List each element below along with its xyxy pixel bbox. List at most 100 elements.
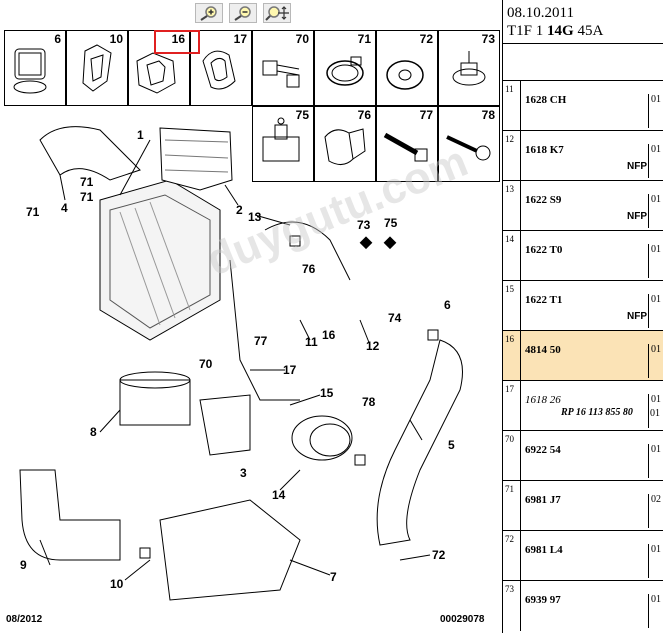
- part-reference: 6922 54: [525, 444, 561, 456]
- thumb-6[interactable]: 6: [4, 30, 66, 106]
- exploded-view-drawing: [19, 126, 463, 601]
- part-quantity: 01: [648, 244, 663, 278]
- callout-73: 73: [357, 218, 371, 232]
- screw-icon: [383, 132, 428, 162]
- thumb-71[interactable]: 71: [314, 30, 376, 106]
- hose-clamp-icon: [326, 56, 364, 86]
- zoom-toolbar: [195, 3, 291, 23]
- parts-diagram: 6 10 16 17 70 71 72 73: [4, 3, 500, 625]
- part-row-70[interactable]: 70 6922 54 01: [503, 431, 663, 481]
- thumb-10[interactable]: 10: [66, 30, 128, 106]
- callout-15: 15: [320, 386, 334, 400]
- zoom-pan-icon: [265, 6, 289, 21]
- zoom-in-icon: [200, 6, 217, 21]
- thumb-78[interactable]: 78: [438, 106, 500, 182]
- mount-icon: [262, 117, 300, 162]
- clamp-icon: [82, 44, 112, 92]
- part-reference: 1622 S9: [525, 194, 562, 206]
- callout-11: 11: [305, 335, 318, 349]
- row-index: 72: [503, 531, 521, 580]
- part-reference: 1622 T1: [525, 294, 563, 306]
- part-quantity: 01: [648, 544, 663, 578]
- callout-13: 13: [248, 210, 262, 224]
- part-quantity: 02: [648, 494, 663, 528]
- part-reference: 6981 L4: [525, 544, 563, 556]
- thumb-number: 17: [233, 32, 247, 46]
- callout-16: 16: [322, 328, 336, 342]
- part-note: NFP: [627, 161, 647, 172]
- row-index: 70: [503, 431, 521, 480]
- callout-9: 9: [20, 558, 27, 572]
- thumb-number: 73: [481, 32, 495, 46]
- thumb-75[interactable]: 75: [252, 106, 314, 182]
- catalog-date: 08.10.2011: [507, 5, 574, 21]
- part-quantity: 01: [648, 344, 663, 378]
- part-note: NFP: [627, 211, 647, 222]
- part-reference: 4814 50: [525, 344, 561, 356]
- footer-date: 08/2012: [6, 614, 43, 625]
- clip-icon: [324, 128, 366, 165]
- thumb-77[interactable]: 77: [376, 106, 438, 182]
- part-quantity: 01: [648, 394, 663, 428]
- row-index: 11: [503, 81, 521, 130]
- row-index: 13: [503, 181, 521, 230]
- callout-6: 6: [444, 298, 451, 312]
- thumb-76[interactable]: 76: [314, 106, 376, 182]
- part-row-73[interactable]: 73 6939 97 01: [503, 581, 663, 631]
- callout-72: 72: [432, 548, 446, 562]
- bolt-icon: [262, 60, 300, 88]
- thumb-number: 78: [481, 108, 495, 122]
- thumb-number: 76: [357, 108, 371, 122]
- row-index: 14: [503, 231, 521, 280]
- callout-17: 17: [283, 363, 297, 377]
- callout-12: 12: [366, 339, 380, 353]
- thumb-70[interactable]: 70: [252, 30, 314, 106]
- part-quantity-2: 01: [650, 408, 660, 419]
- callout-8: 8: [90, 425, 97, 439]
- thumb-number: 77: [419, 108, 433, 122]
- selected-thumb-highlight: [154, 30, 200, 54]
- part-row-12[interactable]: 12 1618 K7 NFP 01: [503, 131, 663, 181]
- part-reference: 1628 CH: [525, 94, 567, 106]
- part-reference: 1622 T0: [525, 244, 563, 256]
- row-index: 12: [503, 131, 521, 180]
- part-quantity: 01: [648, 94, 663, 128]
- part-row-11[interactable]: 11 1628 CH 01: [503, 81, 663, 131]
- part-row-14[interactable]: 14 1622 T0 01: [503, 231, 663, 281]
- thumb-number: 75: [295, 108, 309, 122]
- callout-71: 71: [80, 190, 94, 204]
- part-replacement-reference: RP 16 113 855 80: [561, 407, 633, 418]
- thumb-17[interactable]: 17: [190, 30, 252, 106]
- part-reference: 1618 K7: [525, 144, 564, 156]
- row-index: 15: [503, 281, 521, 330]
- thumb-72[interactable]: 72: [376, 30, 438, 106]
- part-reference: 6981 J7: [525, 494, 561, 506]
- callout-77: 77: [254, 334, 268, 348]
- part-row-13[interactable]: 13 1622 S9 NFP 01: [503, 181, 663, 231]
- zoom-pan-button[interactable]: [263, 3, 291, 23]
- part-reference: 6939 97: [525, 594, 561, 606]
- callout-7: 7: [330, 570, 337, 584]
- part-quantity: 01: [648, 144, 663, 178]
- part-row-15[interactable]: 15 1622 T1 NFP 01: [503, 281, 663, 331]
- callout-74: 74: [388, 311, 402, 325]
- part-quantity: 01: [648, 194, 663, 228]
- row-index: 71: [503, 481, 521, 530]
- panel-header: 08.10.2011 T1F 1 14G 45A: [503, 0, 663, 44]
- zoom-in-button[interactable]: [195, 3, 223, 23]
- row-index: 17: [503, 381, 521, 430]
- zoom-out-button[interactable]: [229, 3, 257, 23]
- part-row-16-selected[interactable]: 16 4814 50 01: [503, 331, 663, 381]
- thumb-16[interactable]: 16: [128, 30, 190, 106]
- callout-75: 75: [384, 216, 398, 230]
- thumb-number: 71: [357, 32, 371, 46]
- thumb-73[interactable]: 73: [438, 30, 500, 106]
- part-reference: 1618 26: [525, 394, 561, 406]
- callout-14: 14: [272, 488, 286, 502]
- part-row-72[interactable]: 72 6981 L4 01: [503, 531, 663, 581]
- part-quantity: 01: [648, 444, 663, 478]
- part-row-71[interactable]: 71 6981 J7 02: [503, 481, 663, 531]
- clip-icon: [13, 48, 47, 94]
- part-row-17[interactable]: 17 1618 26 RP 16 113 855 80 01 01: [503, 381, 663, 431]
- callout-1: 1: [137, 128, 144, 142]
